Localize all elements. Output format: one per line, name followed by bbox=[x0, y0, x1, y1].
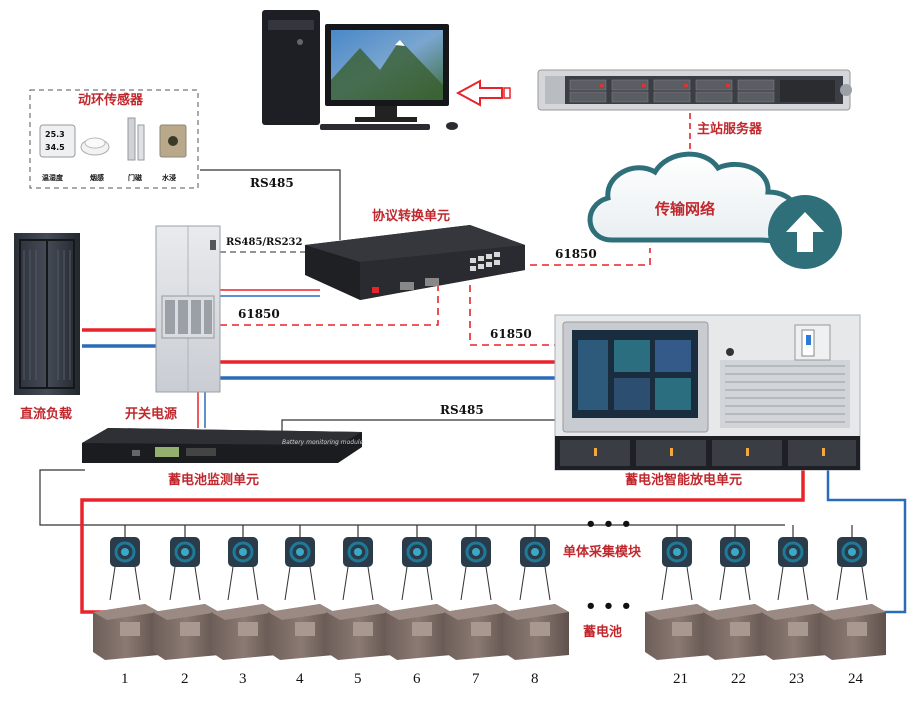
cell-module bbox=[401, 525, 433, 601]
battery-number: 23 bbox=[789, 671, 804, 687]
cell-module bbox=[227, 525, 259, 601]
battery-number: 21 bbox=[673, 671, 688, 687]
battery-number: 7 bbox=[472, 671, 480, 687]
switch-power-rack bbox=[155, 225, 221, 393]
battery-cell bbox=[326, 604, 392, 660]
link-61850-left: 61850 bbox=[238, 307, 280, 321]
battery-number: 5 bbox=[354, 671, 362, 687]
cell-module bbox=[519, 525, 551, 601]
battery-label: 蓄电池 bbox=[583, 624, 622, 640]
link-rs485-rs232: RS485/RS232 bbox=[226, 237, 303, 248]
battery-cell bbox=[211, 604, 277, 660]
link-rs485-top: RS485 bbox=[250, 176, 294, 190]
battery-cell bbox=[385, 604, 451, 660]
cell-module bbox=[109, 525, 141, 601]
switch-power-label: 开关电源 bbox=[125, 406, 177, 422]
main-server bbox=[537, 69, 852, 111]
battery-cell bbox=[820, 604, 886, 660]
main-server-label: 主站服务器 bbox=[697, 121, 763, 137]
connection-lines bbox=[39, 113, 907, 614]
battery-number: 2 bbox=[181, 671, 189, 687]
cell-module bbox=[169, 525, 201, 601]
battery-monitor-unit: Battery monitoring module bbox=[82, 428, 364, 463]
battery-number: 6 bbox=[413, 671, 421, 687]
battery-monitor-panel-text: Battery monitoring module bbox=[282, 439, 364, 446]
battery-cell bbox=[444, 604, 510, 660]
battery-number: 4 bbox=[296, 671, 304, 687]
link-61850-cloud: 61850 bbox=[555, 247, 597, 261]
sensor-item-door: 门磁 bbox=[128, 173, 142, 182]
battery-monitor-label: 蓄电池监测单元 bbox=[168, 472, 259, 488]
sensor-display-2: 34.5 bbox=[45, 143, 65, 152]
cell-module bbox=[460, 525, 492, 601]
cell-module bbox=[777, 525, 809, 601]
battery-number: 24 bbox=[848, 671, 864, 687]
battery-number: 3 bbox=[239, 671, 247, 687]
cell-module bbox=[342, 525, 374, 601]
cell-module bbox=[719, 525, 751, 601]
protocol-unit bbox=[305, 225, 525, 300]
link-61850-discharge: 61850 bbox=[490, 327, 532, 341]
battery-cell bbox=[503, 604, 569, 660]
sensor-box: 25.3 34.5 bbox=[29, 89, 199, 189]
discharge-unit-label: 蓄电池智能放电单元 bbox=[625, 472, 742, 488]
dots-bottom: • • • bbox=[585, 596, 632, 617]
battery-number: 1 bbox=[121, 671, 129, 687]
battery-cell bbox=[761, 604, 827, 660]
sensor-item-water: 水浸 bbox=[162, 173, 176, 182]
computer bbox=[262, 10, 511, 130]
sensor-item-temp-humidity: 温湿度 bbox=[42, 173, 64, 182]
batteries bbox=[93, 604, 886, 660]
sensor-item-smoke: 烟感 bbox=[90, 173, 104, 182]
dots-top: • • • bbox=[585, 514, 632, 535]
network-label: 传输网络 bbox=[654, 200, 715, 218]
network-cloud bbox=[587, 151, 842, 269]
link-rs485-mid: RS485 bbox=[440, 403, 484, 417]
battery-number: 8 bbox=[531, 671, 539, 687]
cell-module bbox=[836, 525, 868, 601]
cell-module bbox=[284, 525, 316, 601]
battery-cell bbox=[153, 604, 219, 660]
battery-number: 22 bbox=[731, 671, 746, 687]
dc-load-cabinet bbox=[14, 233, 80, 395]
sensor-display-1: 25.3 bbox=[45, 130, 65, 139]
battery-cell bbox=[93, 604, 159, 660]
battery-cell bbox=[645, 604, 711, 660]
battery-cell bbox=[268, 604, 334, 660]
sensors-title: 动环传感器 bbox=[78, 92, 144, 108]
discharge-unit bbox=[554, 314, 861, 471]
cell-module-label: 单体采集模块 bbox=[563, 544, 642, 560]
protocol-unit-label: 协议转换单元 bbox=[372, 208, 450, 224]
battery-cell bbox=[703, 604, 769, 660]
cell-module bbox=[661, 525, 693, 601]
dc-load-label: 直流负载 bbox=[20, 406, 72, 422]
cell-modules bbox=[109, 525, 868, 601]
